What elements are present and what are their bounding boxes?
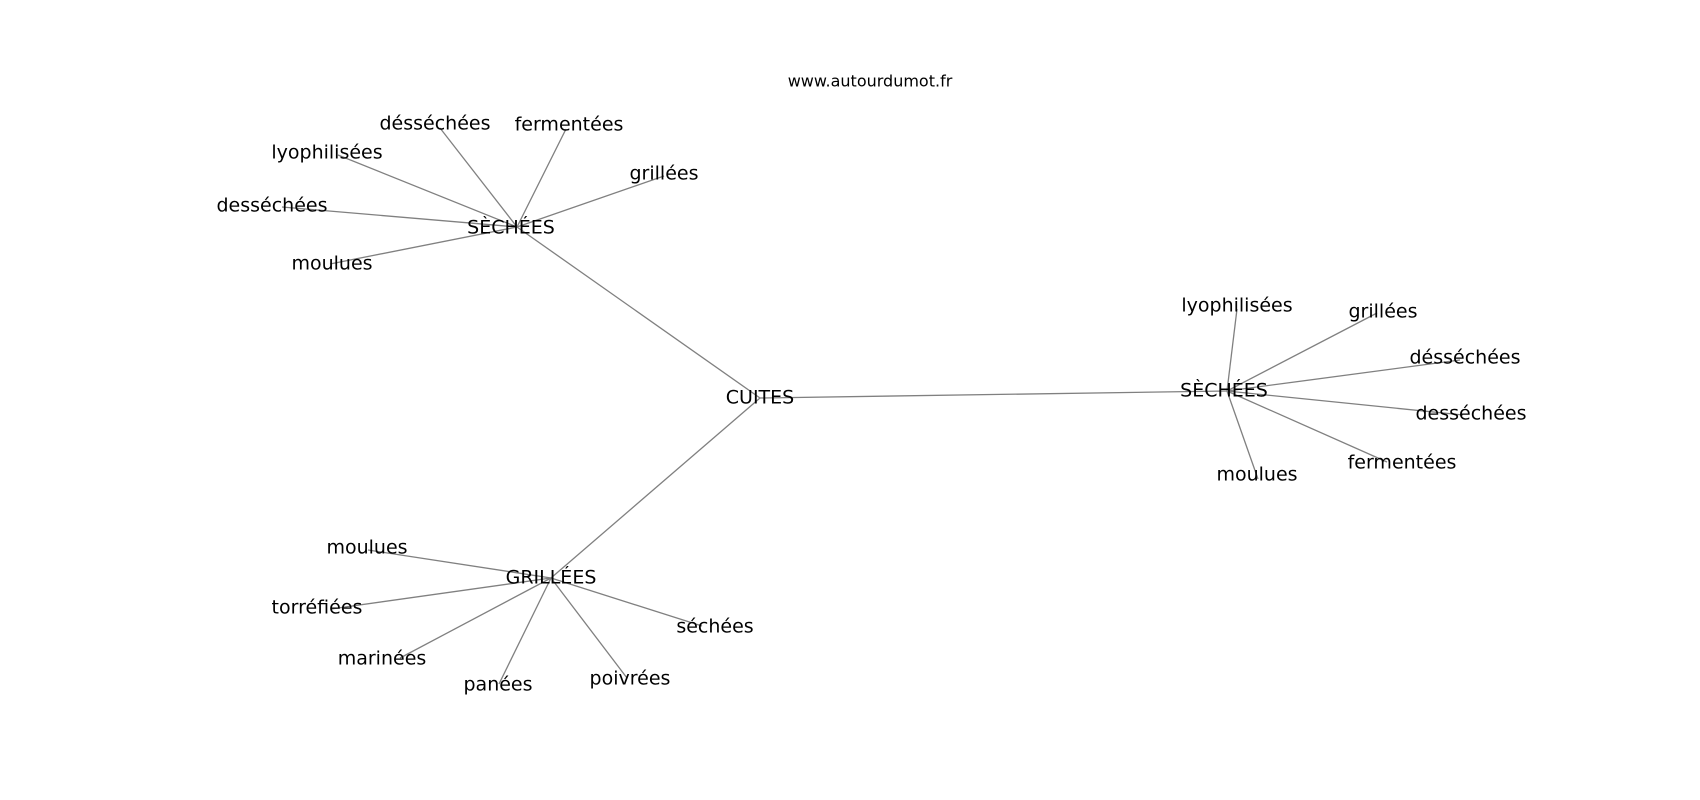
cluster-node-label-1[interactable]: SÈCHÉES: [467, 216, 555, 239]
edge-cluster-2-word-4: [1226, 390, 1464, 416]
word-node-label[interactable]: lyophilisées: [1181, 295, 1292, 317]
edge-cluster-2-word-6: [1226, 390, 1259, 480]
edge-cluster-3-word-6: [550, 577, 703, 627]
edge-cluster-2-word-2: [1226, 312, 1378, 392]
source-watermark[interactable]: www.autourdumot.fr: [788, 72, 953, 91]
edge-cluster-2-word-1: [1226, 308, 1238, 392]
edge-cluster-2-word-3: [1226, 359, 1461, 392]
word-node-label[interactable]: séchées: [676, 616, 753, 638]
word-node-label[interactable]: torréfiées: [272, 597, 363, 619]
edge-cluster-1-word-2: [516, 128, 567, 228]
edge-cluster-3-word-2: [330, 577, 552, 610]
word-node-label[interactable]: moulues: [291, 253, 372, 275]
word-node-label[interactable]: marinées: [338, 648, 427, 670]
edge-cluster-2-word-5: [1226, 390, 1388, 463]
edge-cluster-3-word-5: [550, 577, 628, 679]
edge-cluster-1-word-6: [329, 226, 518, 265]
word-node-label[interactable]: panées: [463, 674, 532, 696]
cluster-node-label-2[interactable]: SÈCHÉES: [1180, 379, 1268, 402]
edges-layer: [281, 127, 1464, 685]
word-node-label[interactable]: fermentées: [515, 114, 624, 136]
word-node-label[interactable]: désséchées: [1409, 347, 1520, 369]
edge-cluster-1-word-1: [439, 127, 518, 228]
edge-cluster-1-word-5: [281, 206, 518, 228]
edge-cluster-3-word-1: [367, 549, 552, 579]
cluster-node-label-3[interactable]: GRILLÉES: [506, 566, 597, 589]
edge-cluster-3-word-4: [498, 577, 552, 685]
edge-cluster-1-word-4: [337, 154, 518, 228]
word-node-label[interactable]: moulues: [1216, 464, 1297, 486]
word-node-label[interactable]: poivrées: [590, 668, 671, 690]
labels-layer: www.autourdumot.fr CUITES SÈCHÉES désséch…: [216, 72, 1526, 696]
edge-cluster-1-word-3: [516, 175, 665, 228]
edge-root-to-cluster-1: [516, 226, 761, 399]
word-node-label[interactable]: desséchées: [1415, 403, 1526, 425]
word-node-label[interactable]: moulues: [326, 537, 407, 559]
word-node-label[interactable]: fermentées: [1348, 452, 1457, 474]
word-node-label[interactable]: desséchées: [216, 195, 327, 217]
word-node-label[interactable]: grillées: [1349, 301, 1418, 323]
edge-cluster-3-word-3: [399, 577, 552, 659]
edge-root-to-cluster-3: [550, 397, 761, 579]
word-node-label[interactable]: désséchées: [379, 113, 490, 135]
edge-root-to-cluster-2: [759, 390, 1228, 399]
word-node-label[interactable]: grillées: [630, 163, 699, 185]
root-node-label[interactable]: CUITES: [726, 387, 794, 409]
word-node-label[interactable]: lyophilisées: [271, 142, 382, 164]
